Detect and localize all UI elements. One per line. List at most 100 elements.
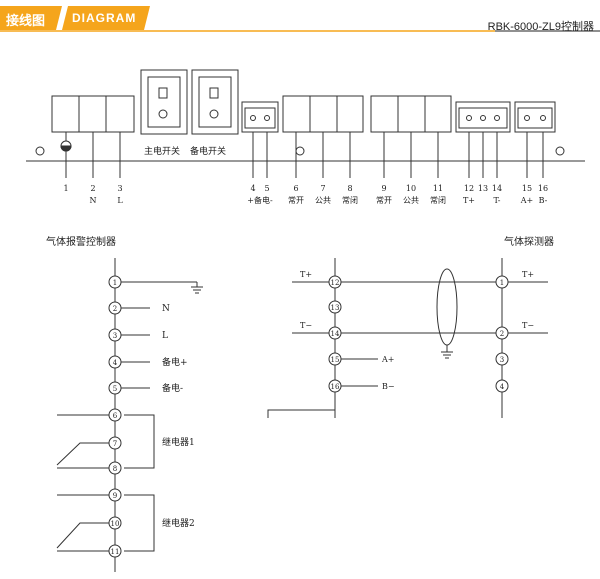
- detector-nodes: [328, 275, 509, 393]
- node-num: 3: [113, 332, 117, 340]
- relay1-label: 继电器1: [162, 436, 195, 448]
- node-num: 1: [500, 279, 504, 287]
- detector-node-right: [495, 326, 509, 340]
- terminal-num: 13: [478, 184, 488, 193]
- wire-label: T+: [522, 270, 534, 279]
- controller-node: [108, 275, 122, 289]
- node-num: 6: [113, 412, 118, 420]
- header-bar: 接线图 DIAGRAM RBK-6000-ZL9控制器: [0, 0, 600, 34]
- mount-hole-center: [295, 146, 305, 156]
- cable-shield: [436, 268, 458, 346]
- terminal-num: 12: [464, 184, 474, 193]
- terminal-num: 1: [63, 184, 68, 193]
- node-label: N: [162, 304, 170, 314]
- terminal-label: L: [117, 196, 123, 205]
- section-title-cn: 接线图: [6, 14, 46, 29]
- node-num: 12: [331, 279, 340, 287]
- terminal-label: T+: [463, 196, 475, 205]
- node-num: 7: [113, 440, 117, 448]
- terminal-num: 14: [492, 184, 502, 193]
- backup-switch[interactable]: [198, 76, 232, 128]
- node-num: 8: [113, 465, 117, 473]
- terminal-block-1-3: [51, 95, 135, 133]
- terminal-block-4-5: [241, 101, 279, 133]
- terminal-num: 9: [381, 184, 386, 193]
- controller-node: [108, 328, 122, 342]
- terminal-labels: N L +备电- 常开 公共 常闭 常开 公共 常闭 T+ T- A+ B-: [90, 195, 548, 205]
- wire-label: B−: [382, 382, 395, 391]
- node-label: 备电+: [162, 356, 188, 368]
- terminal-block-15-16: [514, 101, 556, 133]
- node-num: 10: [111, 520, 120, 528]
- detector-title: 气体探测器: [504, 235, 554, 248]
- terminal-num: 6: [293, 184, 298, 193]
- section-title-en: DIAGRAM: [72, 11, 137, 25]
- terminal-num: 7: [320, 184, 325, 193]
- node-num: 9: [113, 492, 117, 500]
- node-num: 3: [500, 356, 504, 364]
- node-num: 11: [111, 548, 120, 556]
- relay2-label: 继电器2: [162, 517, 195, 529]
- wire-label: T−: [522, 321, 534, 330]
- main-switch-housing: [140, 69, 188, 135]
- controller-title: 气体报警控制器: [46, 235, 116, 248]
- controller-node: [108, 408, 122, 422]
- terminal-label: B-: [539, 196, 548, 205]
- controller-node-nums: 1 2 3 4 5 6 7 8 9 10 11: [111, 279, 120, 556]
- mount-hole-right: [555, 146, 565, 156]
- terminal-num: 3: [117, 184, 122, 193]
- node-label: 备电-: [162, 382, 183, 394]
- node-num: 4: [500, 383, 505, 391]
- node-num: 13: [331, 304, 340, 312]
- detector-node-left: [328, 352, 342, 366]
- detector-wire-labels: T+ T− T+ T− A+ B−: [300, 270, 534, 391]
- main-switch[interactable]: [147, 76, 181, 128]
- controller-node: [108, 355, 122, 369]
- header-tag-en-bg: [62, 6, 150, 30]
- controller-node: [108, 544, 122, 558]
- wire-label: A+: [381, 355, 394, 364]
- header-graphic: [0, 6, 600, 32]
- detector-node-right: [495, 275, 509, 289]
- controller-node: [108, 301, 122, 315]
- controller-nodes: [108, 275, 122, 558]
- terminal-panel: [26, 69, 585, 178]
- detector-node-left: [328, 275, 342, 289]
- terminal-num: 11: [433, 184, 443, 193]
- detector-node-left: [328, 326, 342, 340]
- controller-node: [108, 381, 122, 395]
- terminal-num: 2: [90, 184, 95, 193]
- terminal-num: 16: [538, 184, 548, 193]
- node-num: 1: [113, 279, 117, 287]
- terminal-label: 常闭: [430, 196, 446, 205]
- terminal-num: 15: [522, 184, 532, 193]
- terminal-label: +备电-: [247, 195, 273, 205]
- node-num: 15: [331, 356, 340, 364]
- terminal-num: 5: [264, 184, 269, 193]
- node-num: 16: [331, 383, 340, 391]
- controller-node: [108, 488, 122, 502]
- terminal-numbers: 1 2 3 4 5 6 7 8 9 10 11 12 13 14 15 16: [63, 184, 548, 193]
- detector-node-right: [495, 352, 509, 366]
- wire-label: T−: [300, 321, 312, 330]
- terminal-num: 8: [347, 184, 352, 193]
- detector-node-left: [328, 379, 342, 393]
- controller-node-labels: N L 备电+ 备电-: [162, 304, 188, 394]
- terminal-label: 常开: [288, 196, 304, 205]
- header-tag-cn-bg: [0, 6, 62, 30]
- node-num: 2: [113, 305, 117, 313]
- detector-node-left: [328, 300, 342, 314]
- terminal-block-6-8: [282, 95, 364, 133]
- terminal-label: A+: [520, 196, 533, 205]
- terminal-label: 常闭: [342, 196, 358, 205]
- terminal-block-9-11: [370, 95, 452, 133]
- detector-node-nums: 12 13 14 15 16 1 2 3 4: [331, 279, 505, 391]
- node-label: L: [162, 331, 168, 341]
- terminal-num: 4: [250, 184, 255, 193]
- controller-node: [108, 436, 122, 450]
- node-num: 5: [113, 385, 117, 393]
- mount-hole-left: [35, 146, 45, 156]
- node-num: 14: [331, 330, 340, 338]
- backup-switch-label: 备电开关: [190, 145, 226, 157]
